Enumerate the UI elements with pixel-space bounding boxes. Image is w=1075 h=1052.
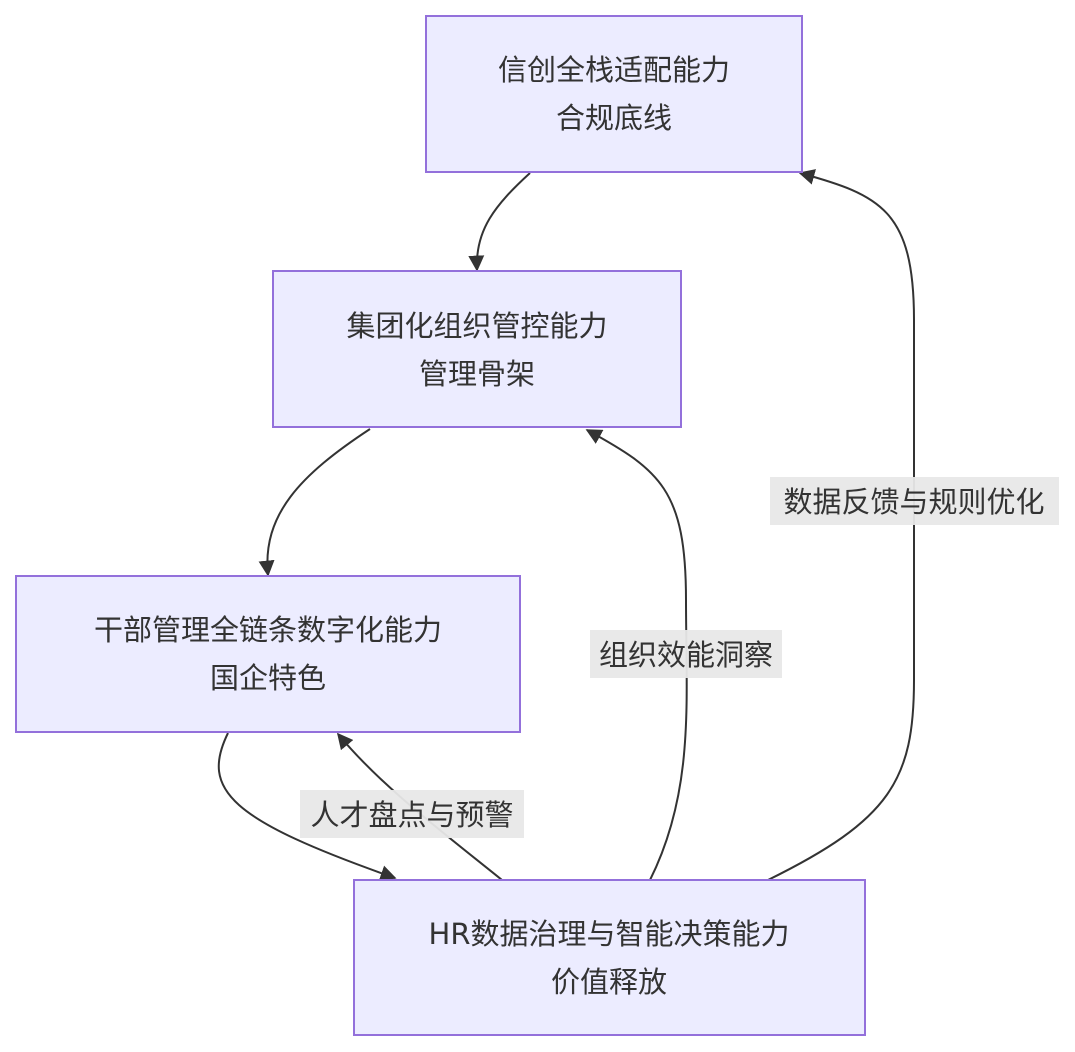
node-box[interactable]: [272, 270, 682, 428]
edge-label-text: 人才盘点与预警: [310, 798, 513, 832]
node-box[interactable]: [425, 15, 803, 173]
node-title: 集团化组织管控能力: [346, 309, 607, 343]
node-subtitle: 价值释放: [551, 965, 667, 999]
edge-label-org-insight: 组织效能洞察: [590, 630, 782, 678]
nodes-layer: 信创全栈适配能力 合规底线 集团化组织管控能力 管理骨架 干部管理全链条数字化能…: [15, 15, 866, 1036]
node-subtitle: 国企特色: [210, 661, 326, 695]
node-title: 干部管理全链条数字化能力: [94, 613, 442, 647]
node-box[interactable]: [15, 575, 521, 733]
node-xinchuang[interactable]: 信创全栈适配能力 合规底线: [425, 15, 803, 173]
node-cadre-management[interactable]: 干部管理全链条数字化能力 国企特色: [15, 575, 521, 733]
node-subtitle: 合规底线: [556, 101, 672, 135]
node-title: HR数据治理与智能决策能力: [429, 917, 790, 951]
edge-xinchuang-to-group: [468, 172, 531, 272]
edge-group-to-cadre: [258, 428, 371, 577]
edge-label-bg: [770, 477, 1059, 525]
edge-label-text: 组织效能洞察: [599, 638, 773, 672]
node-group-control[interactable]: 集团化组织管控能力 管理骨架: [272, 270, 682, 428]
edge-labels-layer: 人才盘点与预警 组织效能洞察 数据反馈与规则优化: [300, 477, 1059, 838]
edge-label-bg: [300, 790, 524, 838]
edge-label-bg: [590, 630, 782, 678]
node-subtitle: 管理骨架: [419, 357, 535, 391]
edge-label-talent-review: 人才盘点与预警: [300, 790, 524, 838]
edge-label-text: 数据反馈与规则优化: [783, 485, 1044, 519]
node-title: 信创全栈适配能力: [498, 53, 730, 87]
edge-hrdata-to-group: [585, 429, 688, 881]
edges-layer: [217, 169, 915, 881]
node-box[interactable]: [353, 879, 866, 1036]
edge-hrdata-to-xinchuang: [767, 169, 915, 881]
edge-cadre-to-hrdata: [217, 732, 397, 881]
edge-label-feedback: 数据反馈与规则优化: [770, 477, 1059, 525]
node-hr-data[interactable]: HR数据治理与智能决策能力 价值释放: [353, 879, 866, 1036]
